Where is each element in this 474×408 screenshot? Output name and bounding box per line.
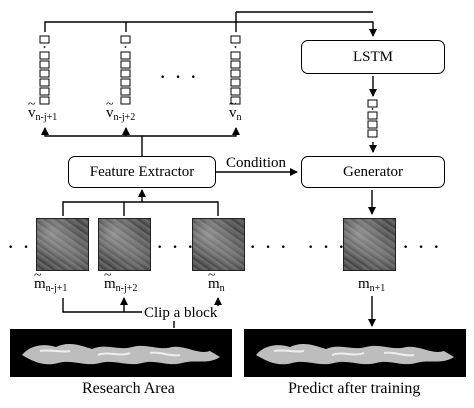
tile-ellipsis-predict-left: · · · [308, 239, 348, 256]
tile-ellipsis-left: · · · [8, 239, 48, 256]
research-area-map [10, 329, 232, 377]
predict-caption: Predict after training [288, 380, 421, 397]
vector-label-1: vn-j+1 [28, 98, 57, 123]
condition-label: Condition [226, 155, 287, 171]
prediction-shape [256, 343, 454, 365]
top-bus-line [44, 21, 377, 37]
predicted-image-tile [343, 218, 396, 271]
img-to-fe-bus [62, 201, 219, 216]
fe-up-3 [142, 127, 240, 137]
tile-ellipsis-right: · · · [250, 239, 290, 256]
image-tile-3 [192, 218, 245, 271]
feature-extractor-box: Feature Extractor [68, 156, 216, 188]
vector-label-3: vn [229, 98, 242, 123]
vector-squares [39, 35, 378, 138]
vector-ellipsis: · · · [160, 69, 200, 86]
image-label-2: mn-j+2 [104, 269, 137, 294]
generator-box: Generator [301, 156, 445, 188]
feature-extractor-label: Feature Extractor [89, 163, 195, 180]
tile-ellipsis-predict-right: · · · [403, 239, 443, 256]
image-label-1: mn-j+1 [34, 269, 67, 294]
lstm-box: LSTM [301, 40, 445, 74]
clip-block-label: Clip a block [142, 305, 220, 321]
fe-up-bus [41, 127, 143, 156]
image-tile-2 [98, 218, 151, 271]
research-area-shape [22, 343, 220, 365]
prediction-map [244, 329, 466, 377]
vector-label-2: vn-j+2 [106, 98, 135, 123]
image-label-4: mn+1 [358, 276, 386, 294]
tile-ellipsis-mid: · · · [157, 239, 197, 256]
image-label-3: mn [208, 269, 225, 294]
lstm-label: LSTM [352, 48, 393, 65]
generator-label: Generator [343, 163, 403, 180]
image-tile-1 [36, 218, 89, 271]
research-area-caption: Research Area [82, 380, 175, 397]
clip-bus [62, 297, 222, 313]
